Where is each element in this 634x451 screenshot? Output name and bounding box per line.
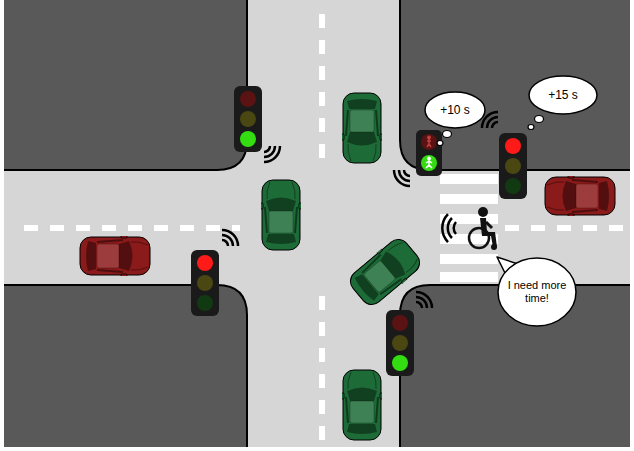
wheelchair-user xyxy=(469,207,497,250)
crosswalk xyxy=(440,174,498,282)
thought-bubble: +15 s xyxy=(528,75,598,115)
traffic-light xyxy=(234,86,262,152)
signal-waves xyxy=(222,230,238,246)
signal-waves xyxy=(416,292,432,308)
green-car xyxy=(340,93,384,163)
bubble-ellipse xyxy=(529,76,597,114)
red-car xyxy=(545,174,615,218)
green-car xyxy=(259,180,303,250)
bubble-text: +15 s xyxy=(548,88,578,102)
traffic-light xyxy=(499,133,527,199)
bubble-text: I need more time! xyxy=(505,279,569,305)
signal-waves xyxy=(442,214,456,242)
pedestrian-light xyxy=(416,130,442,176)
thought-bubble: +10 s xyxy=(424,91,486,129)
signal-waves xyxy=(264,146,280,162)
corner-block xyxy=(400,0,630,170)
red-car xyxy=(80,234,150,278)
signal-waves xyxy=(394,170,410,186)
lane-markings xyxy=(24,14,630,445)
bubble-text: +10 s xyxy=(440,103,470,117)
green-car xyxy=(344,233,426,312)
road-surface xyxy=(4,0,630,447)
bubble-ellipse xyxy=(425,92,485,128)
traffic-light xyxy=(191,250,219,316)
speech-bubble: I need more time! xyxy=(497,257,577,327)
bubble-ellipse xyxy=(498,258,576,326)
corner-block xyxy=(4,0,247,170)
curb-lines xyxy=(4,0,630,447)
traffic-light xyxy=(386,310,414,376)
green-car xyxy=(340,370,384,440)
